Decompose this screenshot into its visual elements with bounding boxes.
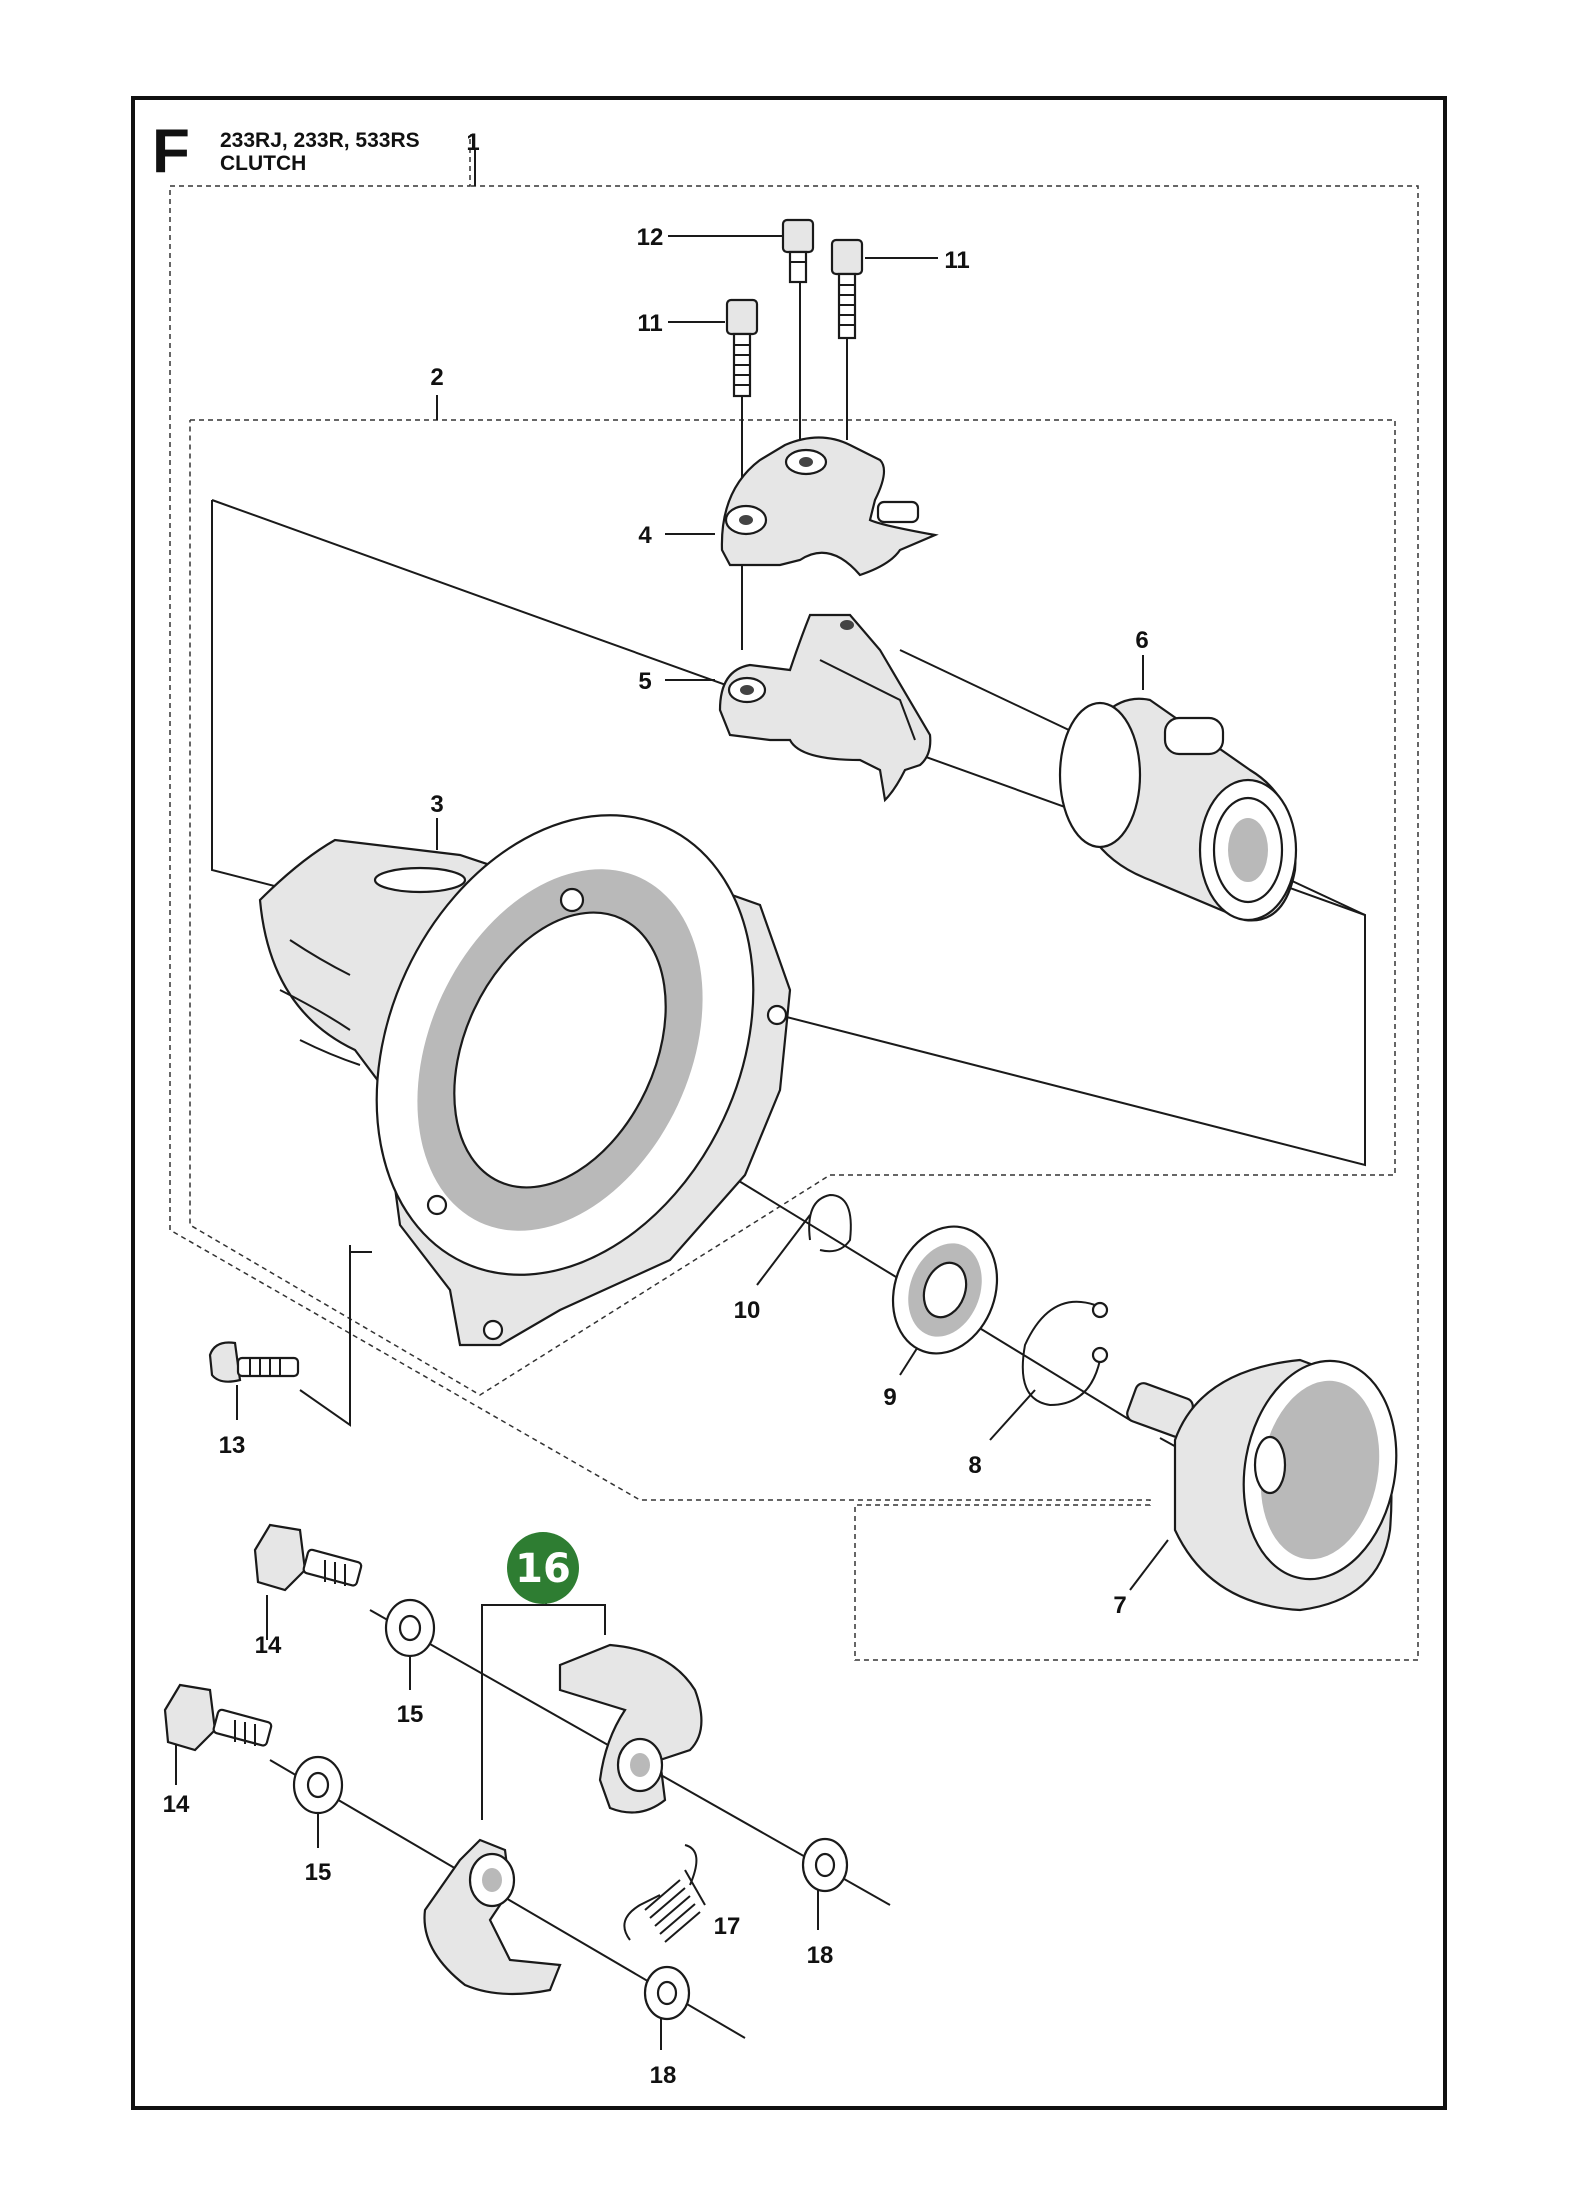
snap-ring-8	[1021, 1300, 1109, 1407]
highlight-badge-16: 16	[507, 1532, 579, 1604]
callout-14-lower: 14	[163, 1791, 190, 1818]
washer-15-lower	[292, 1755, 344, 1815]
callout-3: 3	[430, 791, 443, 818]
washer-18-right	[801, 1837, 849, 1893]
callout-5: 5	[638, 668, 651, 695]
callout-2: 2	[430, 364, 443, 391]
callout-labels: 1 2 3 4 5 6 7 8 9 10 11 11 12 13 14 14 1…	[163, 129, 1149, 2089]
callout-1: 1	[466, 129, 479, 156]
clutch-housing-3	[258, 814, 792, 1347]
callout-17: 17	[714, 1913, 741, 1940]
assembly-1-boundary	[169, 134, 1419, 1661]
screw-13	[208, 1341, 300, 1383]
diagram-frame	[131, 96, 1447, 2110]
diagram-title: CLUTCH	[220, 152, 306, 175]
bolt-14-upper	[253, 1523, 363, 1592]
callout-13: 13	[219, 1432, 246, 1459]
callout-6: 6	[1135, 627, 1148, 654]
clamp-upper-4	[720, 436, 939, 577]
callout-10: 10	[734, 1297, 761, 1324]
clutch-shoe-16-upper	[558, 1643, 703, 1814]
clutch-shoe-16-lower	[423, 1838, 562, 1996]
callout-15-lower: 15	[305, 1859, 332, 1886]
washer-18-lower	[643, 1965, 691, 2021]
callout-16: 16	[515, 1546, 571, 1592]
screw-11-left	[725, 298, 759, 398]
bolt-14-lower	[163, 1683, 273, 1752]
callout-4: 4	[638, 522, 652, 549]
callout-14-upper: 14	[255, 1632, 282, 1659]
callout-15-upper: 15	[397, 1701, 424, 1728]
callout-18-lower: 18	[650, 2062, 677, 2089]
callout-8: 8	[968, 1452, 981, 1479]
circlip-10	[808, 1193, 852, 1253]
spring-17	[623, 1844, 701, 1943]
bearing-9	[891, 1225, 999, 1355]
callout-7: 7	[1113, 1592, 1126, 1619]
model-list: 233RJ, 233R, 533RS	[220, 129, 420, 152]
sleeve-6	[1058, 697, 1298, 922]
callout-11-right: 11	[944, 247, 969, 274]
highlight-circle	[507, 1532, 579, 1604]
clamp-lower-5	[718, 613, 932, 803]
axis-frame	[211, 499, 1366, 1167]
callout-9: 9	[883, 1384, 896, 1411]
clutch-drum-7	[1126, 1358, 1398, 1612]
callout-18-right: 18	[807, 1942, 834, 1969]
washer-15-upper	[384, 1598, 436, 1658]
leader-lines	[175, 235, 1169, 2050]
assembly-2-boundary	[189, 395, 1396, 1396]
callout-11-left: 11	[637, 310, 662, 337]
section-letter: F	[152, 117, 190, 186]
screw-12	[781, 218, 815, 284]
screw-11-right	[830, 238, 864, 340]
callout-12: 12	[637, 224, 664, 251]
